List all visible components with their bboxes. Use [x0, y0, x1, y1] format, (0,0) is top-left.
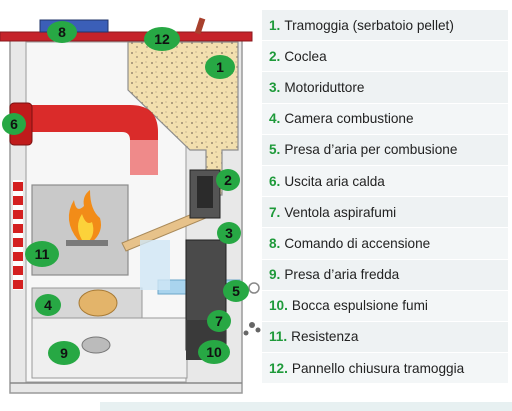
svg-text:1: 1 — [216, 59, 224, 75]
legend-number: 12. — [269, 360, 288, 376]
legend-number: 9. — [269, 267, 281, 283]
legend-label: Coclea — [284, 48, 327, 64]
legend-item: 1. Tramoggia (serbatoio pellet) — [262, 10, 508, 41]
legend-label: Resistenza — [291, 329, 359, 345]
combustion-chamber — [31, 184, 129, 276]
svg-text:6: 6 — [10, 116, 18, 132]
legend-number: 10. — [269, 298, 288, 314]
svg-text:8: 8 — [58, 24, 66, 40]
svg-text:3: 3 — [225, 225, 233, 241]
legend-item: 8. Comando di accensione — [262, 228, 508, 259]
badge-4: 4 — [35, 294, 61, 316]
legend-label: Comando di accensione — [284, 235, 431, 251]
legend-number: 1. — [269, 17, 281, 33]
legend-number: 4. — [269, 111, 281, 127]
badge-8: 8 — [47, 21, 77, 43]
legend-label: Ventola aspirafumi — [284, 204, 397, 220]
svg-text:4: 4 — [44, 297, 52, 313]
legend-label: Pannello chiusura tramoggia — [291, 360, 465, 376]
pellet-stove-diagram: 1 2 3 4 5 6 7 8 9 10 11 12 — [0, 17, 261, 394]
badge-6: 6 — [2, 113, 26, 135]
top-panel — [0, 17, 253, 42]
legend-label: Motoriduttore — [284, 79, 365, 95]
legend-label: Camera combustione — [284, 111, 414, 127]
legend-item: 11. Resistenza — [262, 321, 508, 353]
badge-1: 1 — [205, 55, 235, 79]
badge-12: 12 — [144, 27, 180, 51]
badge-2: 2 — [216, 169, 240, 191]
svg-text:2: 2 — [224, 172, 232, 188]
badge-10: 10 — [198, 340, 230, 364]
legend-item: 9. Presa d’aria fredda — [262, 259, 508, 290]
legend-number: 6. — [269, 173, 281, 189]
legend-number: 7. — [269, 204, 281, 220]
svg-text:5: 5 — [232, 283, 240, 299]
legend-number: 2. — [269, 48, 281, 64]
svg-text:12: 12 — [154, 31, 170, 47]
side-heat-stripes — [13, 180, 23, 290]
legend-item: 3. Motoriduttore — [262, 72, 508, 103]
svg-text:9: 9 — [60, 345, 68, 361]
component-legend: 1. Tramoggia (serbatoio pellet) 2. Cocle… — [262, 10, 508, 384]
svg-text:11: 11 — [35, 246, 50, 262]
legend-label: Tramoggia (serbatoio pellet) — [284, 17, 454, 33]
legend-item: 5. Presa d’aria per combusione — [262, 134, 508, 165]
legend-label: Presa d’aria fredda — [284, 267, 400, 283]
legend-item: 6. Uscita aria calda — [262, 165, 508, 197]
legend-number: 11. — [269, 329, 288, 345]
badge-9: 9 — [48, 341, 80, 365]
bottom-band — [100, 402, 512, 411]
legend-item: 4. Camera combustione — [262, 103, 508, 134]
legend-number: 3. — [269, 79, 281, 95]
legend-label: Uscita aria calda — [284, 173, 385, 189]
badge-3: 3 — [217, 222, 241, 244]
badge-11: 11 — [25, 241, 59, 267]
legend-item: 7. Ventola aspirafumi — [262, 197, 508, 228]
badge-7: 7 — [207, 310, 231, 332]
legend-label: Presa d’aria per combusione — [284, 142, 458, 158]
badge-5: 5 — [223, 280, 249, 302]
legend-item: 2. Coclea — [262, 41, 508, 72]
svg-text:10: 10 — [206, 344, 222, 360]
legend-number: 8. — [269, 235, 281, 251]
legend-label: Bocca espulsione fumi — [291, 298, 428, 314]
svg-text:7: 7 — [215, 313, 223, 329]
legend-number: 5. — [269, 142, 281, 158]
legend-item: 12. Pannello chiusura tramoggia — [262, 353, 508, 384]
legend-item: 10. Bocca espulsione fumi — [262, 290, 508, 321]
